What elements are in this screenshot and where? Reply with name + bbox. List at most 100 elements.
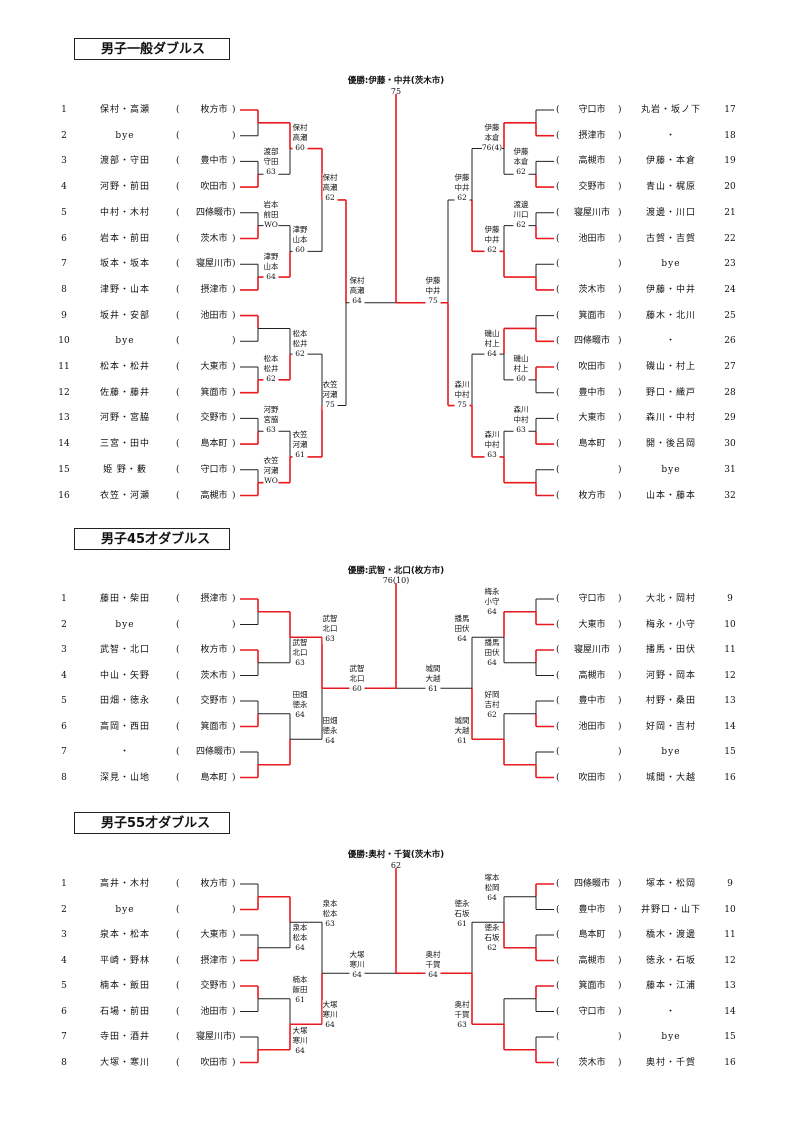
paren: ( (176, 362, 180, 372)
paren: ( (176, 284, 180, 295)
seed-number: 13 (724, 696, 736, 706)
seed-number: 8 (61, 772, 67, 783)
match-result-line: 城間 (454, 716, 470, 725)
paren: ( (556, 233, 560, 244)
match-result-line: 62 (266, 374, 276, 383)
player-names: ・ (665, 130, 676, 141)
seed-number: 11 (724, 930, 736, 940)
paren: ) (232, 490, 236, 501)
match-result-line: 64 (295, 1046, 305, 1055)
match-result-line: 武智 (322, 614, 338, 623)
match-result-line: WO (264, 220, 278, 229)
player-names: 田畑・徳永 (99, 696, 150, 706)
paren: ( (556, 670, 560, 681)
paren: ) (232, 619, 236, 630)
paren: ) (618, 721, 622, 732)
match-result-line: 63 (325, 919, 335, 928)
paren: ( (556, 645, 560, 655)
match-result-line: 徳永 (454, 899, 470, 908)
club-name: 豊中市 (578, 696, 606, 706)
match-result-line: 田畑 (292, 690, 308, 699)
player-names: 開・後呂岡 (645, 439, 696, 450)
final-score: 62 (390, 861, 402, 870)
paren: ) (618, 362, 622, 372)
paren: ) (618, 619, 622, 630)
match-result-line: WO (264, 476, 278, 485)
club-name: 箕面市 (578, 310, 606, 321)
match-result-line: 64 (325, 736, 335, 745)
match-result-line: 64 (487, 893, 497, 902)
paren: ( (176, 490, 180, 501)
match-result-line: 渡部 (263, 147, 279, 156)
match-result-line: 松本 (322, 909, 338, 918)
paren: ) (232, 1057, 236, 1068)
paren: ( (176, 207, 180, 218)
seed-number: 6 (61, 721, 67, 732)
final-score: 75 (390, 87, 402, 96)
seed-number: 26 (724, 336, 736, 347)
seed-number: 1 (61, 594, 67, 604)
seed-number: 25 (724, 310, 736, 321)
match-result-line: 60 (295, 245, 305, 254)
match-result-line: 63 (487, 450, 497, 459)
match-result-line: 松井 (292, 339, 308, 348)
match-result-line: 松井 (263, 364, 279, 373)
paren: ( (176, 619, 180, 630)
seed-number: 14 (724, 721, 736, 732)
match-result-line: 64 (295, 943, 305, 952)
player-names: 姫 野・藪 (103, 464, 147, 475)
paren: ) (232, 105, 236, 115)
paren: ( (556, 464, 560, 475)
player-entry: 7・(四條畷市) (0, 746, 794, 758)
club-name: 箕面市 (200, 387, 228, 398)
player-names: 岩本・前田 (99, 233, 150, 244)
paren: ) (232, 930, 236, 940)
club-name: 吹田市 (200, 1057, 228, 1068)
paren: ( (176, 464, 180, 475)
match-result-line: 保村 (292, 123, 308, 132)
player-names: 森川・中村 (645, 413, 696, 424)
player-names: 河野・前田 (99, 182, 150, 193)
player-names: 寺田・酒井 (99, 1032, 150, 1042)
match-result-line: 津野 (263, 252, 279, 261)
paren: ( (176, 310, 180, 321)
player-names: 楠本・飯田 (99, 981, 150, 991)
club-name: 大東市 (578, 413, 606, 424)
match-result-line: 渡邊 (513, 200, 529, 209)
paren: ) (232, 464, 236, 475)
seed-number: 7 (61, 747, 67, 757)
match-result-line: 衣笠 (263, 456, 279, 465)
match-result-line: 村上 (513, 364, 529, 373)
match-result-line: 75 (325, 400, 335, 409)
match-result-line: 62 (487, 943, 497, 952)
player-names: 伊藤・本倉 (645, 156, 696, 167)
match-result-line: 武智 (292, 638, 308, 647)
paren: ) (618, 670, 622, 681)
match-result-line: 伊藤 (454, 173, 470, 182)
club-name: 島本町 (200, 772, 228, 783)
champion-label: 優勝:武智・北口(枚方市) (347, 566, 445, 576)
match-result-line: 75 (457, 400, 467, 409)
club-name: 吹田市 (578, 772, 606, 783)
match-result-line: 中井 (425, 286, 441, 295)
paren: ) (618, 930, 622, 940)
paren: ( (176, 904, 180, 915)
